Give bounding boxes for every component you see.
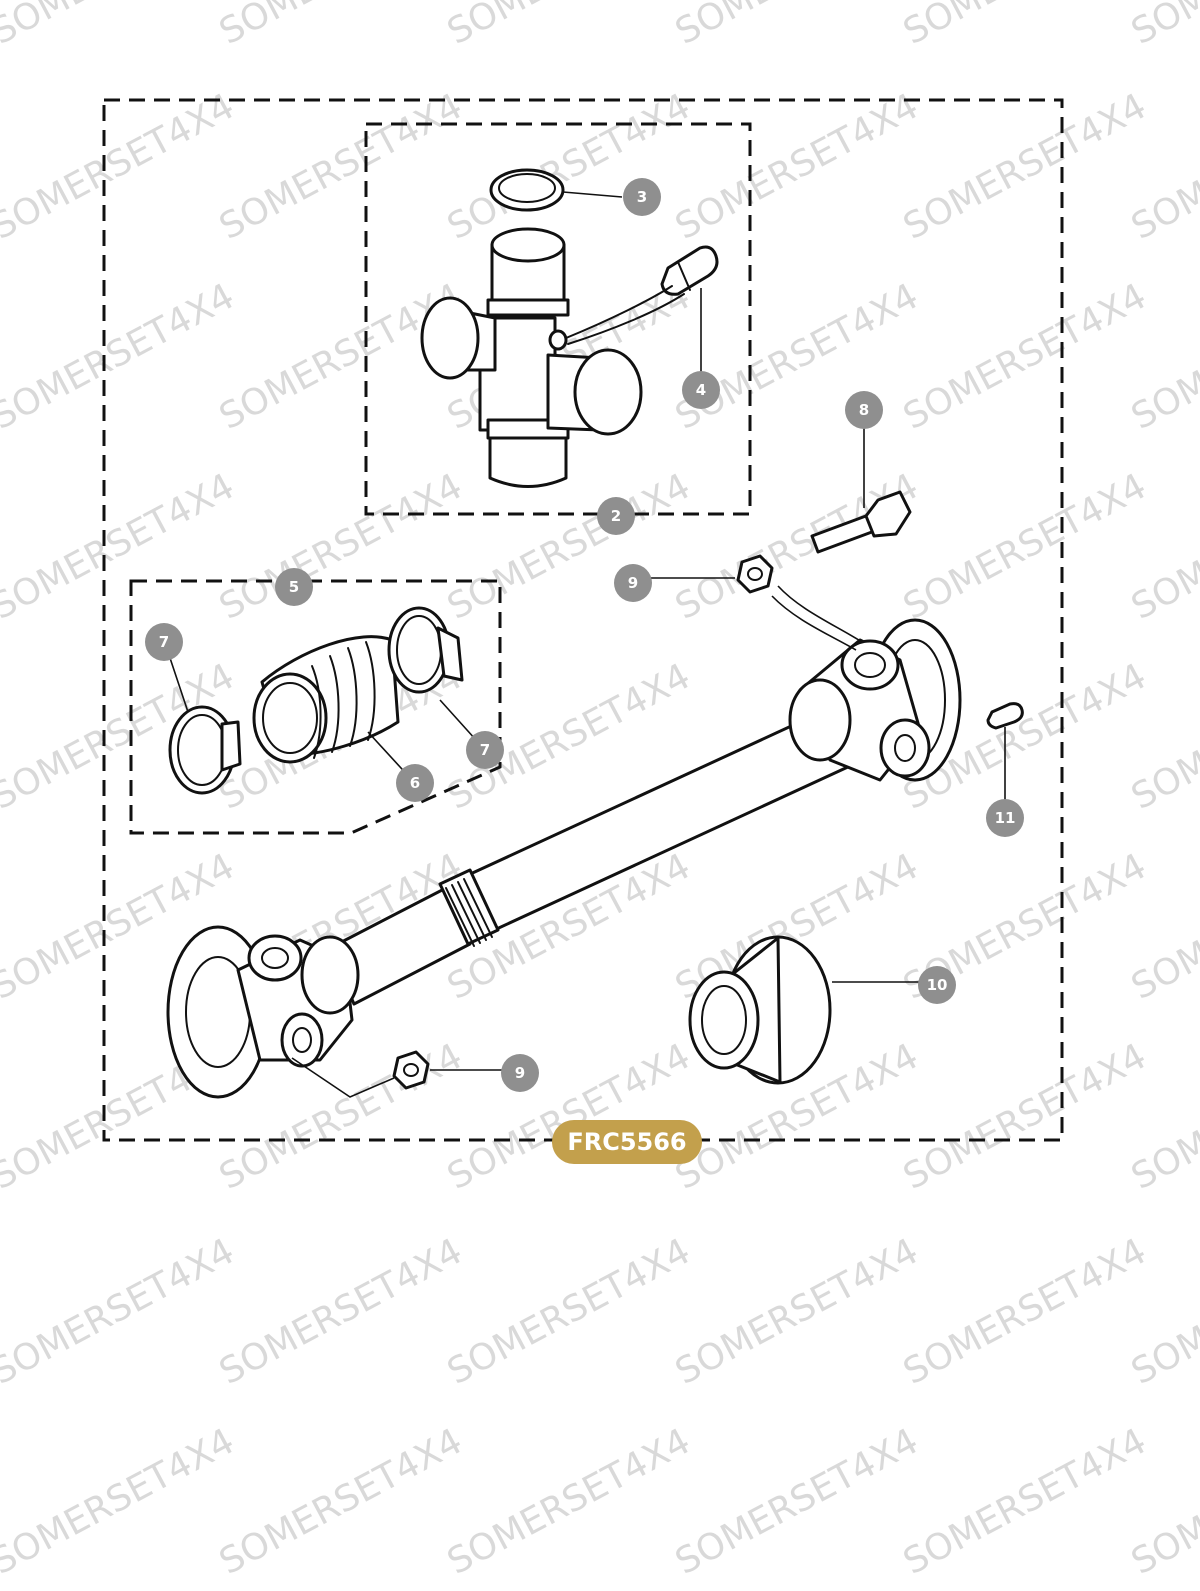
callout-7-left[interactable]: 7: [145, 623, 183, 661]
callout-2[interactable]: 2: [597, 497, 635, 535]
universal-joint: [420, 168, 719, 488]
callout-6[interactable]: 6: [396, 764, 434, 802]
grease-nipple: [660, 245, 719, 296]
watermark-text: SOMERSET4X4: [0, 1231, 241, 1393]
watermark-text: SOMERSET4X4: [0, 0, 241, 53]
callout-8[interactable]: 8: [845, 391, 883, 429]
callout-7-right[interactable]: 7: [466, 731, 504, 769]
callout-4[interactable]: 4: [682, 371, 720, 409]
watermark-text: SOMERSET4X4: [669, 276, 925, 438]
callout-label: 6: [410, 774, 420, 792]
watermark-text: SOMERSET4X4: [441, 1231, 697, 1393]
watermark-text: SOMERSET4X4: [0, 86, 241, 248]
watermark-text: SOMERSET4X4: [897, 1231, 1153, 1393]
watermark-text: SOMERSET4X4: [897, 276, 1153, 438]
bolt: [810, 490, 912, 554]
watermark-text: SOMERSET4X4: [213, 1421, 469, 1583]
callout-9-upper[interactable]: 9: [614, 564, 652, 602]
watermark-text: SOMERSET4X4: [669, 86, 925, 248]
watermark-text: SOMERSET4X4: [897, 0, 1153, 53]
watermark-text: SOMERSET4X4: [213, 86, 469, 248]
watermark-text: SOMERSET4X4: [213, 0, 469, 53]
watermark-text: SOMERSET4X4: [441, 466, 697, 628]
watermark-text: SOMERSET4X4: [441, 86, 697, 248]
watermark-text: SOMERSET4X4: [441, 0, 697, 53]
callout-label: 2: [611, 507, 621, 525]
watermark-text: SOMERSET4X4: [0, 466, 241, 628]
callout-11[interactable]: 11: [986, 799, 1024, 837]
nut-lower: [392, 1050, 430, 1090]
nut-upper: [736, 554, 774, 594]
watermark-text: SOMERSET4X4: [669, 0, 925, 53]
callout-label: 9: [628, 574, 638, 592]
watermark-text: SOMERSET4X4: [897, 86, 1153, 248]
gaiter-clip-left: [168, 705, 242, 795]
propshaft: [166, 618, 962, 1099]
kit-part-number-badge[interactable]: FRC5566: [552, 1120, 702, 1164]
gaiter-clip-right: [387, 606, 464, 694]
callout-3[interactable]: 3: [623, 178, 661, 216]
gaiter: [252, 635, 400, 764]
callout-label: 10: [927, 976, 948, 994]
kit-part-number: FRC5566: [567, 1128, 686, 1156]
watermark-text: SOMERSET4X4: [441, 1036, 697, 1198]
callout-label: 5: [289, 578, 299, 596]
grease-nipple-small: [986, 702, 1024, 730]
watermark-text: SOMERSET4X4: [213, 1231, 469, 1393]
callout-10[interactable]: 10: [918, 966, 956, 1004]
watermark-text: SOMERSET4X4: [897, 466, 1153, 628]
watermark-text: SOMERSET4X4: [0, 276, 241, 438]
dust-shield: [688, 935, 832, 1085]
callout-label: 4: [696, 381, 706, 399]
callout-label: 3: [637, 188, 647, 206]
callout-label: 11: [995, 809, 1016, 827]
circlip: [489, 168, 565, 212]
watermark-text: SOMERSET4X4: [213, 466, 469, 628]
universal-joint-group-box: [364, 122, 752, 516]
watermark-text: SOMERSET4X4: [897, 1036, 1153, 1198]
watermark-text: SOMERSET4X4: [1125, 0, 1200, 53]
callout-label: 7: [480, 741, 490, 759]
watermark-text: SOMERSET4X4: [0, 1421, 241, 1583]
gaiter-group-box: [129, 579, 502, 835]
callout-label: 8: [859, 401, 869, 419]
callout-label: 9: [515, 1064, 525, 1082]
watermark-text: SOMERSET4X4: [897, 1421, 1153, 1583]
callout-9-lower[interactable]: 9: [501, 1054, 539, 1092]
callout-label: 7: [159, 633, 169, 651]
callout-layer: 3 4 2 8 9 5 7 7: [145, 178, 1024, 1092]
callout-5[interactable]: 5: [275, 568, 313, 606]
watermark-text: SOMERSET4X4: [669, 1421, 925, 1583]
watermark-text: SOMERSET4X4: [669, 1231, 925, 1393]
watermark-text: SOMERSET4X4: [441, 1421, 697, 1583]
